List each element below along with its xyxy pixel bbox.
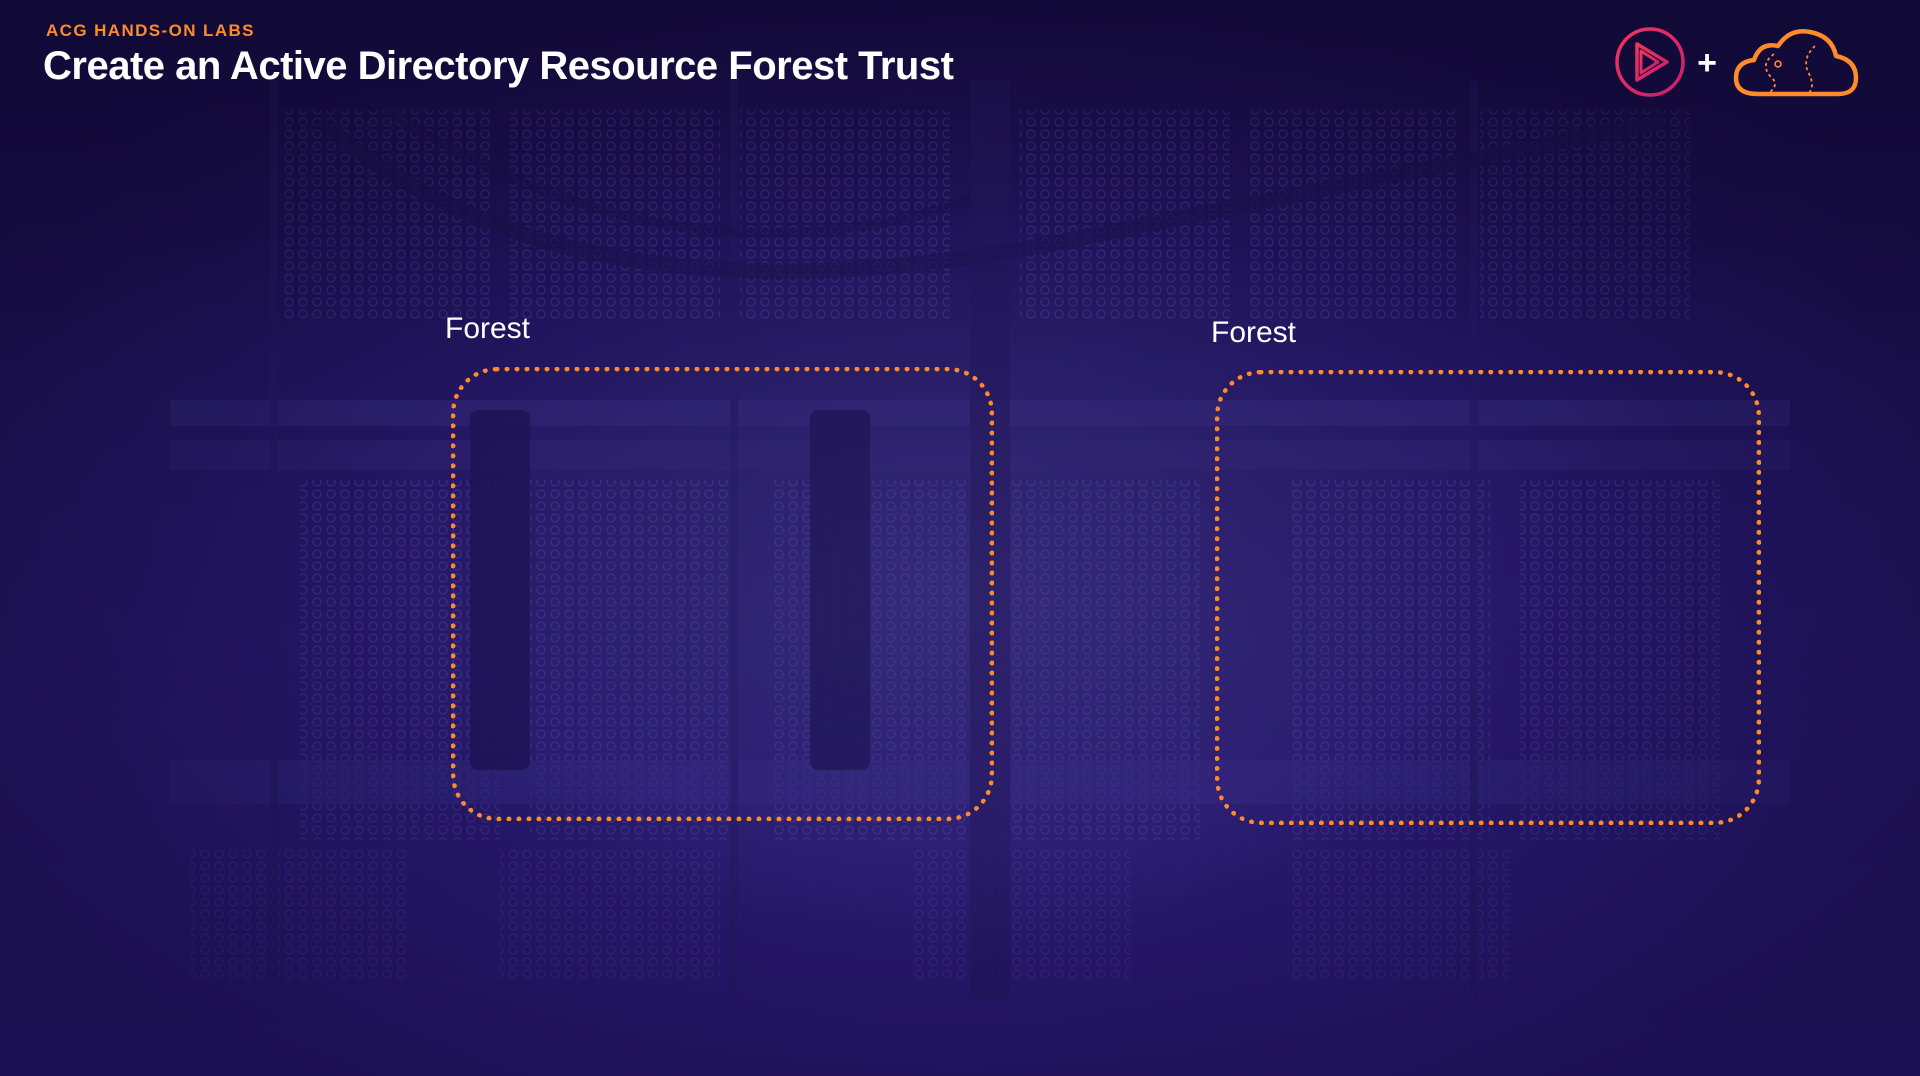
page-title: Create an Active Directory Resource Fore… [43,44,954,88]
forest-box-right [1215,370,1761,825]
forest-label-right: Forest [1211,316,1297,349]
brand-logos: + [1615,27,1859,97]
lab-tag: ACG HANDS-ON LABS [46,21,255,40]
plus-symbol: + [1697,44,1717,82]
forest-box-left [451,367,994,821]
forest-label-left: Forest [445,312,531,345]
acloudguru-cloud-icon [1733,29,1859,97]
pluralsight-play-icon [1615,27,1685,97]
